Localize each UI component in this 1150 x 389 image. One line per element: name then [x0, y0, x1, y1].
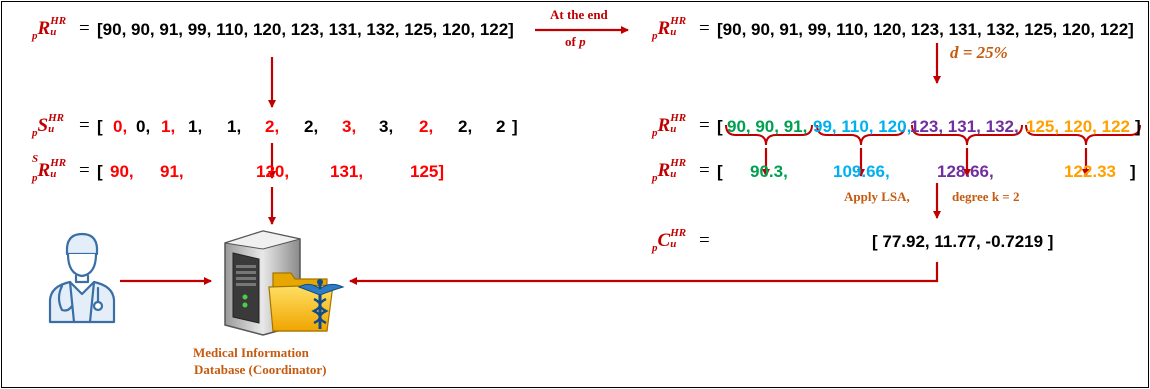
scale-value: 3, [342, 117, 357, 136]
sampled-value: 91, [160, 162, 184, 181]
equals-sign: = [699, 18, 710, 39]
brace-group-1 [725, 124, 813, 146]
brace-group-3 [911, 124, 1023, 146]
sampled-value: 125] [410, 162, 445, 181]
caduceus-icon [297, 279, 345, 329]
group-1: 90, 90, 91, [727, 117, 808, 136]
scale-value: 1, [188, 117, 203, 136]
brace-group-4 [1025, 124, 1141, 146]
mean-1: 90.3, [750, 162, 788, 181]
scale-value: 2, [304, 117, 319, 136]
groups-close: ] [1135, 117, 1141, 136]
scale-value: 1, [227, 117, 242, 136]
degree-label: degree k = 2 [952, 189, 1020, 204]
note-at-the-end: At the end [550, 7, 608, 22]
means-close: ] [1130, 162, 1136, 181]
brace-group-2 [816, 124, 906, 146]
mean-4: 122.33 [1064, 162, 1116, 181]
note-of-p: of p [565, 34, 586, 49]
scale-value: 0, [136, 117, 151, 136]
equals-sign: = [79, 160, 90, 181]
symbol-pSRuHR: S [32, 153, 39, 165]
equals-sign: = [699, 160, 710, 181]
sampled-value: 90, [110, 162, 134, 181]
group-3: 123, 131, 132, [910, 117, 1019, 136]
scale-value: 2, [265, 117, 280, 136]
group-4: 125, 120, 122 [1026, 117, 1130, 136]
scale-array-open: [ [97, 117, 103, 136]
equals-sign: = [699, 115, 710, 136]
equals-sign: = [699, 230, 710, 251]
heart-rate-array-left: [90, 90, 91, 99, 110, 120, 123, 131, 132… [97, 20, 514, 39]
scale-value: 2, [419, 117, 434, 136]
scale-value: 2 [496, 117, 506, 136]
heart-rate-array-right: [90, 90, 91, 99, 110, 120, 123, 131, 132… [717, 20, 1134, 39]
database-label-line2: Database (Coordinator) [194, 362, 327, 377]
sampled-array-open: [ [97, 162, 103, 181]
scale-value: 0, [113, 117, 128, 136]
downsample-ratio: d = 25% [950, 43, 1008, 62]
doctor-icon [48, 232, 116, 324]
means-open: [ [717, 162, 723, 181]
groups-open: [ [717, 117, 723, 136]
sampled-value: 131, [330, 162, 364, 181]
equals-sign: = [79, 18, 90, 39]
mean-3: 128.66, [937, 162, 994, 181]
equals-sign: = [79, 115, 90, 136]
sampled-value: 120, [256, 162, 290, 181]
database-label-line1: Medical Information [193, 345, 309, 360]
apply-lsa-label: Apply LSA, [844, 189, 910, 204]
lsa-coefficients: [ 77.92, 11.77, -0.7219 ] [872, 232, 1054, 251]
scale-value: 3, [379, 117, 394, 136]
scale-value: 1, [161, 117, 176, 136]
scale-value: 2, [458, 117, 473, 136]
database-server-icon [224, 230, 345, 336]
mean-2: 109.66, [833, 162, 890, 181]
arrow-coefficients-to-db [349, 262, 939, 285]
scale-array-close: ] [512, 117, 518, 136]
group-2: 99, 110, 120, [813, 117, 912, 136]
